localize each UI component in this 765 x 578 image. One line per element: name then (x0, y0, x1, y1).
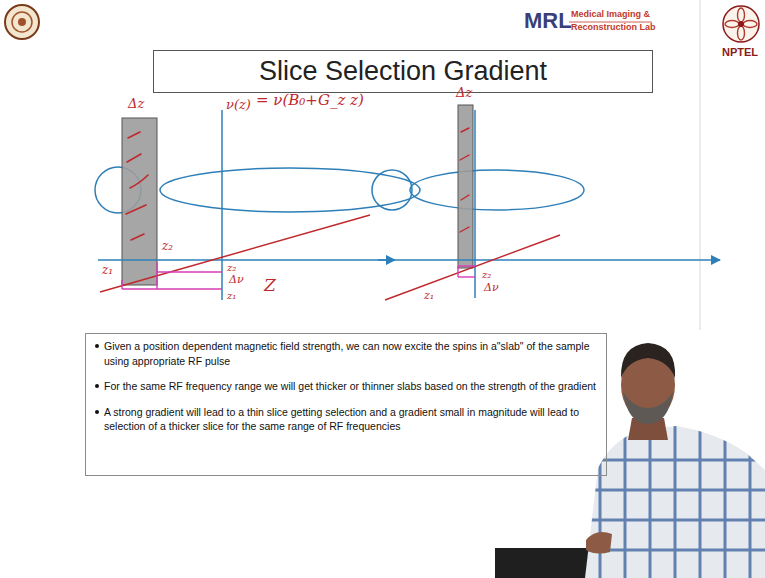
handwritten-label: Δν (229, 274, 244, 286)
logo-text: Reconstruction Lab (571, 23, 656, 33)
handwritten-label: ν(z) (226, 98, 251, 112)
handwritten-equation: = ν(B₀+G_z z) (256, 92, 364, 109)
institute-emblem (5, 5, 39, 39)
handwritten-label: z₁ (424, 290, 434, 302)
ink-stroke (461, 128, 469, 132)
nptel-ring (723, 6, 759, 42)
ink-stroke (460, 155, 469, 160)
plaid-line (580, 489, 765, 492)
handwritten-label: Z (264, 276, 276, 295)
beard (623, 392, 673, 424)
petal (725, 21, 739, 28)
hair (621, 343, 675, 378)
ink-stroke (460, 227, 469, 232)
frequency-axis (474, 110, 476, 298)
nptel-core (738, 21, 744, 27)
ink-stroke (127, 154, 141, 162)
ink-stroke (130, 175, 148, 188)
logo-text: MRL (524, 9, 572, 33)
band-edge (122, 288, 222, 289)
z-axis (98, 259, 395, 261)
handwritten-label: z₂ (227, 262, 236, 273)
bullet-item: Given a position dependent magnetic fiel… (92, 339, 600, 368)
z-axis (378, 259, 720, 261)
band-edge (458, 276, 475, 277)
head-circle (372, 170, 412, 210)
handwritten-label: Δz (456, 86, 472, 100)
bullet-box: Given a position dependent magnetic fiel… (85, 333, 607, 476)
band-marks (458, 266, 475, 277)
handwritten-label: Δν (484, 282, 499, 294)
bullet-dot (95, 384, 99, 388)
title-box: Slice Selection Gradient (153, 50, 653, 93)
bullet-item: For the same RF frequency range we will … (92, 379, 600, 394)
gradient-line (100, 215, 370, 292)
emblem-ring (5, 5, 39, 39)
plaid-line (749, 420, 752, 578)
bullet-text: A strong gradient will lead to a thin sl… (104, 406, 579, 433)
bullet-text: Given a position dependent magnetic fiel… (104, 340, 590, 367)
plaid-line (699, 420, 702, 578)
handwritten-label: z₁ (227, 290, 236, 301)
slab-strokes (460, 128, 469, 232)
slab-strokes (126, 132, 148, 240)
selected-slab (458, 105, 473, 268)
band-marks (122, 262, 222, 289)
plaid-line (649, 420, 652, 578)
plaid-line (580, 459, 765, 462)
plaid-line (624, 420, 627, 578)
bullet-dot (95, 344, 99, 348)
plaid-line (599, 420, 602, 578)
logo-text: Medical Imaging & (571, 10, 650, 20)
petal (743, 21, 757, 28)
band-drop (121, 280, 122, 289)
emblem-inner (12, 12, 32, 32)
plaid-line (674, 420, 677, 578)
band-edge (458, 265, 475, 266)
nptel-emblem (723, 6, 759, 42)
presenter-figure (495, 343, 765, 578)
bullet-item: A strong gradient will lead to a thin sl… (92, 405, 600, 434)
handwritten-label: Δz (128, 97, 144, 111)
body-ellipse (160, 168, 420, 212)
handwritten-label: z₂ (162, 240, 173, 253)
bullet-text: For the same RF frequency range we will … (104, 380, 596, 392)
hand (586, 532, 612, 554)
band-drop (457, 266, 458, 277)
plaid-line (580, 519, 765, 522)
gradient-line (385, 235, 560, 300)
body-ellipse (410, 170, 584, 210)
bullet-dot (95, 410, 99, 414)
right-slice-diagram (372, 105, 720, 300)
band-drop (156, 262, 157, 289)
shirt-plaid (580, 420, 765, 578)
ink-stroke (131, 234, 144, 240)
petal (738, 8, 745, 22)
plaid-line (724, 420, 727, 578)
ink-stroke (126, 205, 146, 214)
logo-text: NPTEL (722, 46, 758, 58)
slide-title: Slice Selection Gradient (259, 56, 547, 87)
slide-edge (700, 0, 701, 330)
handwritten-label: z₁ (102, 264, 113, 277)
left-slice-diagram (95, 110, 420, 300)
petal (738, 26, 745, 40)
ink-stroke (128, 132, 140, 138)
handwritten-label: z₂ (482, 269, 491, 280)
band-edge (157, 271, 222, 272)
emblem-core (18, 18, 26, 26)
nptel-petals (725, 8, 757, 40)
ink-stroke (461, 195, 469, 200)
